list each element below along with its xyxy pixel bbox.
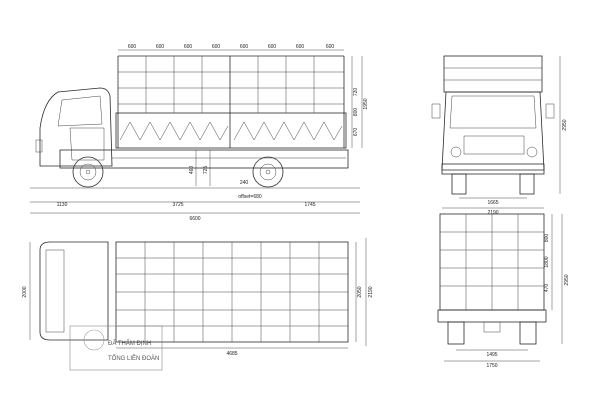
windshield: [449, 95, 537, 129]
cargo-bed-side: [115, 112, 347, 149]
front-rack-top: [443, 55, 543, 93]
right-dim-1: 720: [353, 88, 359, 97]
side-view: 600 600 600 600 600 600 600 600 720 800 …: [30, 44, 369, 222]
approval-stamp: ĐÃ THẨM ĐỊNH TỔNG LIÊN ĐOÀN: [69, 325, 163, 371]
top-cargo-grid: [116, 242, 348, 342]
rear-dim-1: 800: [544, 234, 550, 243]
front-bumper: [441, 163, 545, 175]
stamp-line-2: TỔNG LIÊN ĐOÀN: [108, 354, 159, 362]
overall-length: 6600: [189, 216, 200, 222]
cab-window: [57, 95, 103, 127]
front-view: 2950 1665 2190: [431, 55, 568, 216]
rear-width: 1750: [486, 363, 497, 369]
rear-wheel-side: [252, 156, 284, 188]
right-dim-3: 670: [353, 128, 359, 137]
front-width: 2190: [487, 210, 498, 216]
front-track: 1665: [487, 200, 498, 206]
top-dim-1: 600: [128, 44, 137, 50]
top-box-length: 4685: [226, 351, 237, 357]
cab-outline: [39, 87, 113, 167]
top-view: 2000 2050 2190 4685: [22, 238, 374, 357]
top-width-right-2: 2190: [368, 286, 374, 297]
top-cab: [39, 241, 109, 341]
rear-view: 800 1800 470 2950 1495 1750: [437, 213, 570, 369]
lower-dim-2: 725: [203, 166, 209, 175]
front-left-tire: [451, 173, 467, 195]
top-cab-roof: [45, 249, 65, 333]
bottom-dim-2: 3725: [172, 202, 183, 208]
rear-bumper: [437, 309, 547, 323]
chassis-frame: [59, 149, 349, 169]
bottom-dim-3: 1745: [304, 202, 315, 208]
lower-dim-1: 460: [189, 166, 195, 175]
rear-track: 1495: [486, 352, 497, 358]
stamp-line-1: ĐÃ THẨM ĐỊNH: [108, 340, 151, 347]
top-dim-8: 600: [326, 44, 335, 50]
front-wheel-side: [72, 156, 104, 188]
bottom-dim-1: 1130: [57, 202, 68, 208]
cab-door: [69, 127, 105, 161]
top-dim-6: 600: [268, 44, 277, 50]
rear-dim-2: 1800: [544, 256, 550, 267]
right-headlight: [526, 146, 538, 158]
right-dim-2: 800: [353, 108, 359, 117]
top-dim-5: 600: [240, 44, 249, 50]
top-width-left: 2000: [22, 286, 28, 297]
rear-left-tires: [447, 321, 465, 345]
right-dim-overall: 1950: [363, 98, 369, 109]
top-width-right-1: 2050: [357, 286, 363, 297]
rear-height: 2950: [564, 274, 570, 285]
top-dim-3: 600: [184, 44, 193, 50]
cargo-rack-side: [117, 55, 345, 148]
rear-right-tires: [519, 321, 537, 345]
right-mirror: [545, 103, 555, 119]
front-height: 2950: [562, 119, 568, 130]
offset-label: offset=680: [238, 194, 262, 200]
rear-hitch: [483, 321, 501, 333]
left-headlight: [450, 146, 462, 158]
top-dim-7: 600: [296, 44, 305, 50]
top-dim-2: 600: [156, 44, 165, 50]
front-right-tire: [519, 173, 535, 195]
left-mirror: [431, 103, 441, 119]
headlight-side: [35, 139, 43, 153]
grille: [463, 135, 525, 155]
lower-dim-3: 240: [240, 180, 249, 186]
front-cab: [441, 91, 545, 171]
rear-dim-3: 470: [544, 284, 550, 293]
top-dim-4: 600: [212, 44, 221, 50]
